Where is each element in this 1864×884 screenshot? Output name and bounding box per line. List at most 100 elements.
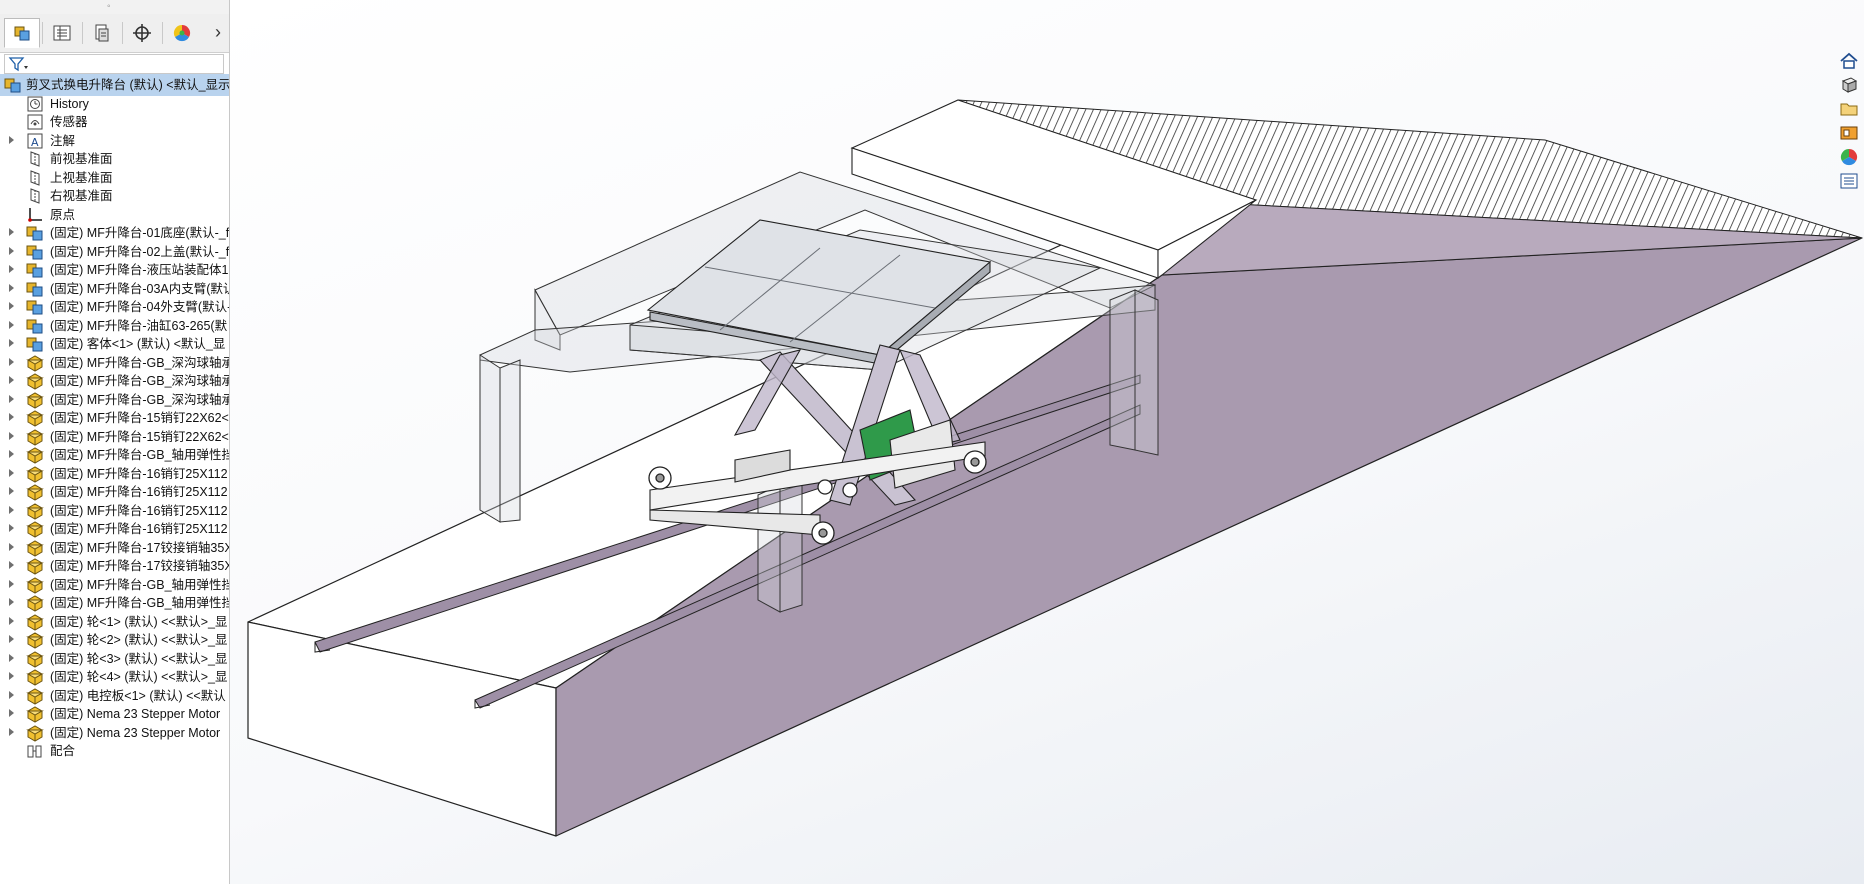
custom-properties-button[interactable]	[1838, 170, 1860, 192]
file-explorer-button[interactable]	[1838, 98, 1860, 120]
expand-caret-icon[interactable]	[9, 654, 14, 662]
tree-item[interactable]: (固定) MF升降台-GB_轴用弹性挡	[0, 574, 229, 596]
tree-item[interactable]: 配合	[0, 740, 229, 762]
tree-item[interactable]: (固定) 轮<4> (默认) <<默认>_显	[0, 666, 229, 688]
tree-item-icon	[26, 317, 44, 335]
expand-caret-icon[interactable]	[9, 247, 14, 255]
view-palette-button[interactable]	[1838, 74, 1860, 96]
tree-item[interactable]: 传感器	[0, 111, 229, 133]
expand-caret-icon[interactable]	[9, 358, 14, 366]
tree-item[interactable]: (固定) MF升降台-液压站装配体1(	[0, 259, 229, 281]
origin-icon	[28, 208, 42, 222]
tree-item-icon	[26, 650, 44, 668]
tree-item-icon	[26, 169, 44, 187]
tree-item[interactable]: (固定) MF升降台-02上盖(默认-_fl	[0, 241, 229, 263]
design-library-button[interactable]	[1838, 122, 1860, 144]
tree-item[interactable]: (固定) 轮<3> (默认) <<默认>_显	[0, 648, 229, 670]
tree-item[interactable]: (固定) MF升降台-16销钉25X112	[0, 463, 229, 485]
tree-item[interactable]: (固定) MF升降台-15销钉22X62<	[0, 426, 229, 448]
expand-caret-icon[interactable]	[9, 265, 14, 273]
tree-item[interactable]: (固定) 客体<1> (默认) <默认_显	[0, 333, 229, 355]
expand-caret-icon[interactable]	[9, 339, 14, 347]
lid-panel-lines	[704, 247, 936, 343]
expand-caret-icon[interactable]	[9, 506, 14, 514]
expand-caret-icon[interactable]	[9, 524, 14, 532]
tree-item[interactable]: (固定) MF升降台-GB_轴用弹性挡	[0, 592, 229, 614]
tree-item[interactable]: 右视基准面	[0, 185, 229, 207]
tree-item[interactable]: (固定) MF升降台-16销钉25X112	[0, 500, 229, 522]
tree-item[interactable]: (固定) MF升降台-GB_深沟球轴承	[0, 389, 229, 411]
expand-caret-icon[interactable]	[9, 728, 14, 736]
expand-caret-icon[interactable]	[9, 709, 14, 717]
featuremanager-tab[interactable]	[4, 18, 40, 48]
tree-item-icon	[26, 668, 44, 686]
appearances-button[interactable]	[1838, 146, 1860, 168]
expand-caret-icon[interactable]	[9, 284, 14, 292]
expand-caret-icon[interactable]	[9, 450, 14, 458]
tree-item-icon	[26, 391, 44, 409]
expand-caret-icon[interactable]	[9, 136, 14, 144]
tree-root-assembly[interactable]: 剪叉式换电升降台 (默认) <默认_显示	[0, 74, 229, 96]
manager-tabs: ›	[0, 14, 229, 53]
tree-item-icon	[26, 520, 44, 538]
expand-caret-icon[interactable]	[9, 598, 14, 606]
expand-caret-icon[interactable]	[9, 561, 14, 569]
home-view-button[interactable]	[1838, 50, 1860, 72]
tree-item[interactable]: (固定) MF升降台-GB_深沟球轴承	[0, 352, 229, 374]
more-tabs-button[interactable]: ›	[215, 21, 221, 42]
filter-icon	[8, 57, 28, 72]
tree-item[interactable]: 前视基准面	[0, 148, 229, 170]
expand-caret-icon[interactable]	[9, 617, 14, 625]
tree-item[interactable]: History	[0, 93, 229, 115]
model-3d-view[interactable]	[230, 0, 1864, 884]
tree-item[interactable]: (固定) 电控板<1> (默认) <<默认	[0, 685, 229, 707]
expand-caret-icon[interactable]	[9, 376, 14, 384]
expand-caret-icon[interactable]	[9, 395, 14, 403]
tree-item[interactable]: (固定) MF升降台-油缸63-265(默	[0, 315, 229, 337]
configurationmanager-tab[interactable]	[84, 18, 120, 48]
tree-item[interactable]: (固定) MF升降台-04外支臂(默认-	[0, 296, 229, 318]
tree-item[interactable]: 原点	[0, 204, 229, 226]
tree-item-label: (固定) MF升降台-GB_轴用弹性挡	[50, 578, 230, 592]
tree-item[interactable]: (固定) MF升降台-01底座(默认-_fl	[0, 222, 229, 244]
expand-caret-icon[interactable]	[9, 487, 14, 495]
expand-caret-icon[interactable]	[9, 635, 14, 643]
tree-item[interactable]: (固定) MF升降台-17铰接销轴35X	[0, 537, 229, 559]
tree-item[interactable]: (固定) MF升降台-GB_轴用弹性挡	[0, 444, 229, 466]
expand-caret-icon[interactable]	[9, 413, 14, 421]
tree-item[interactable]: (固定) MF升降台-03A内支臂(默认	[0, 278, 229, 300]
tree-item[interactable]: (固定) MF升降台-16销钉25X112	[0, 518, 229, 540]
tree-item[interactable]: (固定) 轮<2> (默认) <<默认>_显	[0, 629, 229, 651]
expand-caret-icon[interactable]	[9, 432, 14, 440]
tree-filter-input[interactable]	[4, 54, 224, 74]
expand-caret-icon[interactable]	[9, 321, 14, 329]
tree-item[interactable]: (固定) MF升降台-16销钉25X112	[0, 481, 229, 503]
propertymanager-tab[interactable]	[44, 18, 80, 48]
expand-caret-icon[interactable]	[9, 691, 14, 699]
expand-caret-icon[interactable]	[9, 543, 14, 551]
tree-item[interactable]: 上视基准面	[0, 167, 229, 189]
tree-item[interactable]: (固定) Nema 23 Stepper Motor	[0, 722, 229, 744]
appearance-tab[interactable]	[164, 18, 200, 48]
tree-item-icon	[26, 502, 44, 520]
tree-item[interactable]: (固定) MF升降台-15销钉22X62<	[0, 407, 229, 429]
part-icon	[26, 669, 44, 686]
panel-grip[interactable]: ◦	[0, 0, 229, 14]
tree-item-label: (固定) MF升降台-液压站装配体1(	[50, 263, 230, 277]
tree-item[interactable]: (固定) 轮<1> (默认) <<默认>_显	[0, 611, 229, 633]
expand-caret-icon[interactable]	[9, 580, 14, 588]
tree-item[interactable]: (固定) Nema 23 Stepper Motor	[0, 703, 229, 725]
tree-item-icon	[26, 613, 44, 631]
dimxpert-tab[interactable]	[124, 18, 160, 48]
expand-caret-icon[interactable]	[9, 469, 14, 477]
expand-caret-icon[interactable]	[9, 302, 14, 310]
tree-item-label: (固定) MF升降台-GB_深沟球轴承	[50, 393, 230, 407]
expand-caret-icon[interactable]	[9, 672, 14, 680]
graphics-area[interactable]	[230, 0, 1864, 884]
tree-item[interactable]: (固定) MF升降台-17铰接销轴35X	[0, 555, 229, 577]
property-list-icon	[53, 25, 71, 41]
tree-item-icon	[26, 95, 44, 113]
expand-caret-icon[interactable]	[9, 228, 14, 236]
tree-item[interactable]: (固定) MF升降台-GB_深沟球轴承	[0, 370, 229, 392]
